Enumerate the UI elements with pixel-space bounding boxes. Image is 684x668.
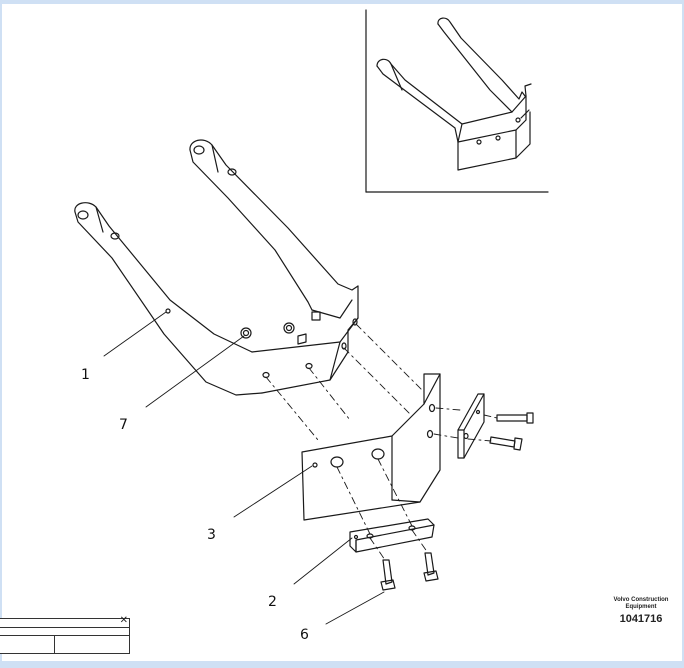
bolts-bottom: [380, 552, 439, 591]
close-icon[interactable]: ✕: [119, 615, 128, 626]
strip-part-2: [349, 518, 435, 553]
title-row-1: [0, 619, 129, 628]
company-name: Volvo Construction Equipment: [613, 597, 669, 610]
assembly-lines: [265, 323, 498, 561]
drawing-sheet: [2, 4, 682, 661]
document-number: 1041716: [619, 613, 663, 625]
title-block: ✕: [0, 615, 130, 654]
side-plate: [457, 393, 485, 459]
brand-block: Volvo Construction Equipment 1041716: [600, 597, 682, 626]
title-divider: [54, 636, 55, 654]
bracket-part-1: [74, 139, 359, 396]
inset-view: [365, 9, 549, 193]
bolts-right: [489, 412, 534, 451]
leader-lines: [103, 311, 385, 625]
plate-part-3: [301, 373, 441, 521]
callout-7: 7: [119, 417, 128, 433]
callout-3: 3: [207, 527, 216, 543]
callout-6: 6: [300, 627, 309, 643]
callout-1: 1: [81, 367, 90, 383]
callout-2: 2: [268, 594, 277, 610]
title-row-2: [0, 628, 129, 636]
